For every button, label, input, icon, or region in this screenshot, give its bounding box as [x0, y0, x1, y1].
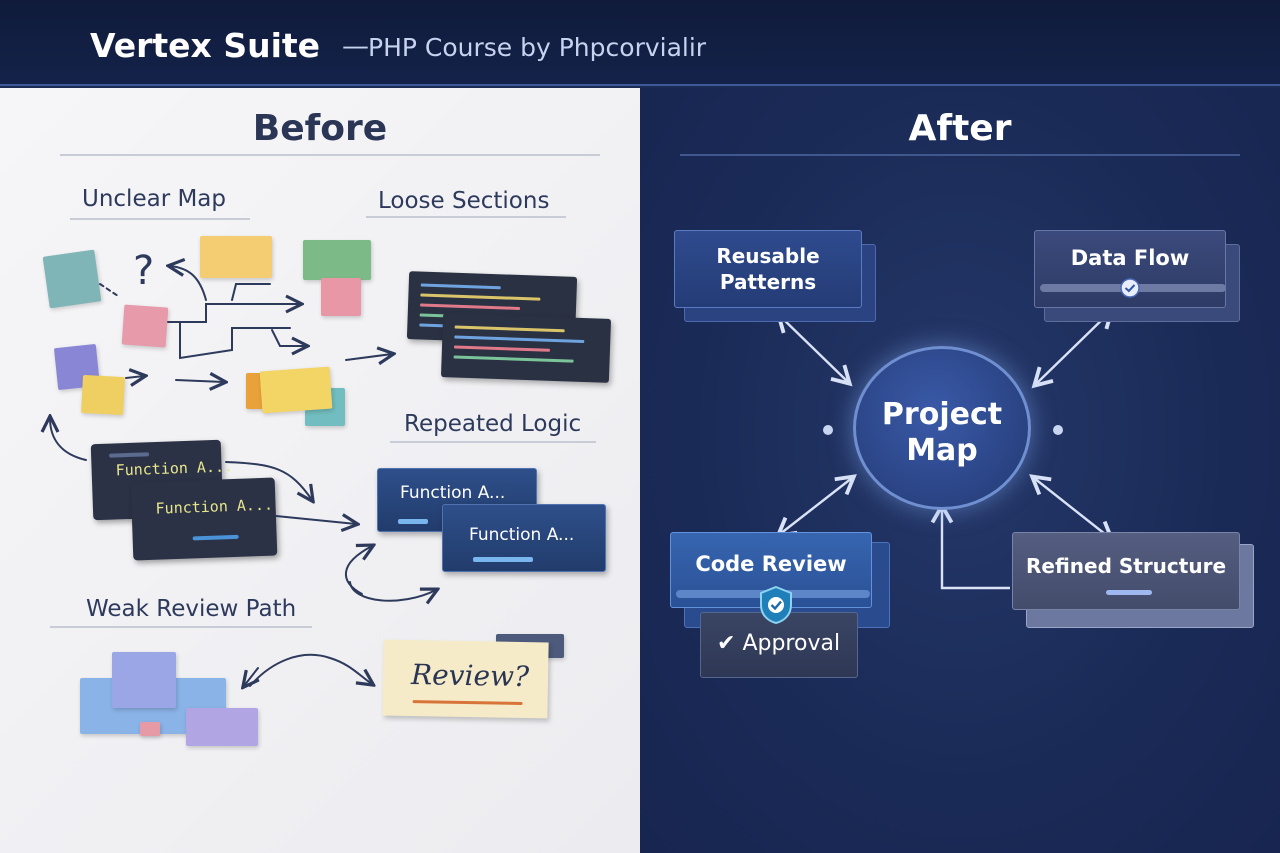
after-panel: After [640, 88, 1280, 853]
function-card-blue-label: Function A... [400, 483, 506, 503]
arrow [167, 304, 300, 323]
arrow [345, 354, 392, 360]
before-heading: Before [252, 108, 388, 149]
arrow [271, 329, 306, 346]
approval-check-icon: ✔ [717, 631, 736, 656]
arrow [50, 418, 87, 461]
review-note-purple [186, 708, 258, 746]
feedback-loop-connector [930, 501, 1010, 590]
weak-review-path-label: Weak Review Path [86, 596, 297, 622]
review-note-lavender [112, 652, 176, 708]
repeated-logic-label: Repeated Logic [404, 411, 582, 437]
weak-review-path-underline [50, 626, 312, 628]
arrow [225, 461, 312, 500]
node-face [674, 230, 862, 308]
project-map-label-line1: Project [881, 397, 1003, 432]
right-connector-dot [1053, 425, 1063, 435]
after-heading: After [908, 108, 1012, 149]
node-face [1012, 532, 1240, 610]
reusable-patterns-label-line1: Reusable [716, 244, 820, 268]
arrow [99, 283, 119, 297]
question-mark: ? [133, 248, 155, 294]
code-review-label: Code Review [695, 552, 847, 576]
brand-title: Vertex Suite [90, 26, 321, 65]
refined-structure-connector [1029, 474, 1115, 542]
title-bar: Vertex Suite — PHP Course by Phpcorviali… [0, 0, 1280, 86]
arrow [179, 321, 291, 360]
course-subtitle: PHP Course by Phpcorvialir [368, 33, 707, 62]
approval-text: Approval [742, 631, 841, 656]
arrow [244, 667, 258, 686]
sticky-note-pink-2 [321, 278, 361, 316]
before-panel: Before Unclear Map Loose Sections Repeat… [0, 88, 640, 853]
before-arrows [0, 88, 640, 853]
reusable-patterns-label: Reusable Patterns [674, 243, 862, 295]
loose-sections-label: Loose Sections [378, 188, 550, 214]
unclear-map-underline [70, 218, 250, 220]
arrow [275, 516, 356, 524]
function-card-blue: Function A... [442, 504, 606, 572]
project-map-hub[interactable]: Project Map [853, 346, 1031, 510]
reusable-patterns-connector [775, 311, 853, 387]
loose-sections-underline [366, 216, 566, 218]
arrow [170, 266, 207, 301]
sticky-note-yellow [200, 236, 272, 278]
arrow [349, 581, 436, 601]
arrow [345, 546, 372, 595]
after-heading-divider [680, 154, 1240, 156]
after-connectors [670, 307, 1250, 590]
function-card-blue-bar [473, 557, 533, 562]
arrow [125, 376, 144, 378]
refined-structure-label: Refined Structure [1025, 554, 1227, 578]
repeated-logic-underline [390, 441, 596, 443]
arrow [249, 653, 372, 686]
project-map-label-line2: Map [906, 433, 978, 468]
function-card-blue-label: Function A... [469, 525, 575, 545]
check-circle-icon [1120, 278, 1140, 298]
before-heading-divider [60, 154, 600, 156]
left-connector-dot [823, 425, 833, 435]
data-flow-connector [1031, 307, 1115, 389]
shield-check-icon [760, 585, 792, 625]
reusable-patterns-label-line2: Patterns [719, 270, 817, 294]
review-note-pink [140, 722, 160, 736]
arrow [175, 380, 224, 382]
arrow [231, 283, 271, 301]
sticky-note-green [303, 240, 371, 280]
refined-structure-bar [1106, 590, 1152, 595]
code-review-connector [775, 474, 857, 538]
approval-label: ✔ Approval [717, 631, 840, 656]
data-flow-label: Data Flow [1070, 246, 1190, 270]
function-card-blue-bar [398, 519, 428, 524]
unclear-map-label: Unclear Map [82, 186, 226, 212]
title-separator: — [342, 31, 369, 62]
